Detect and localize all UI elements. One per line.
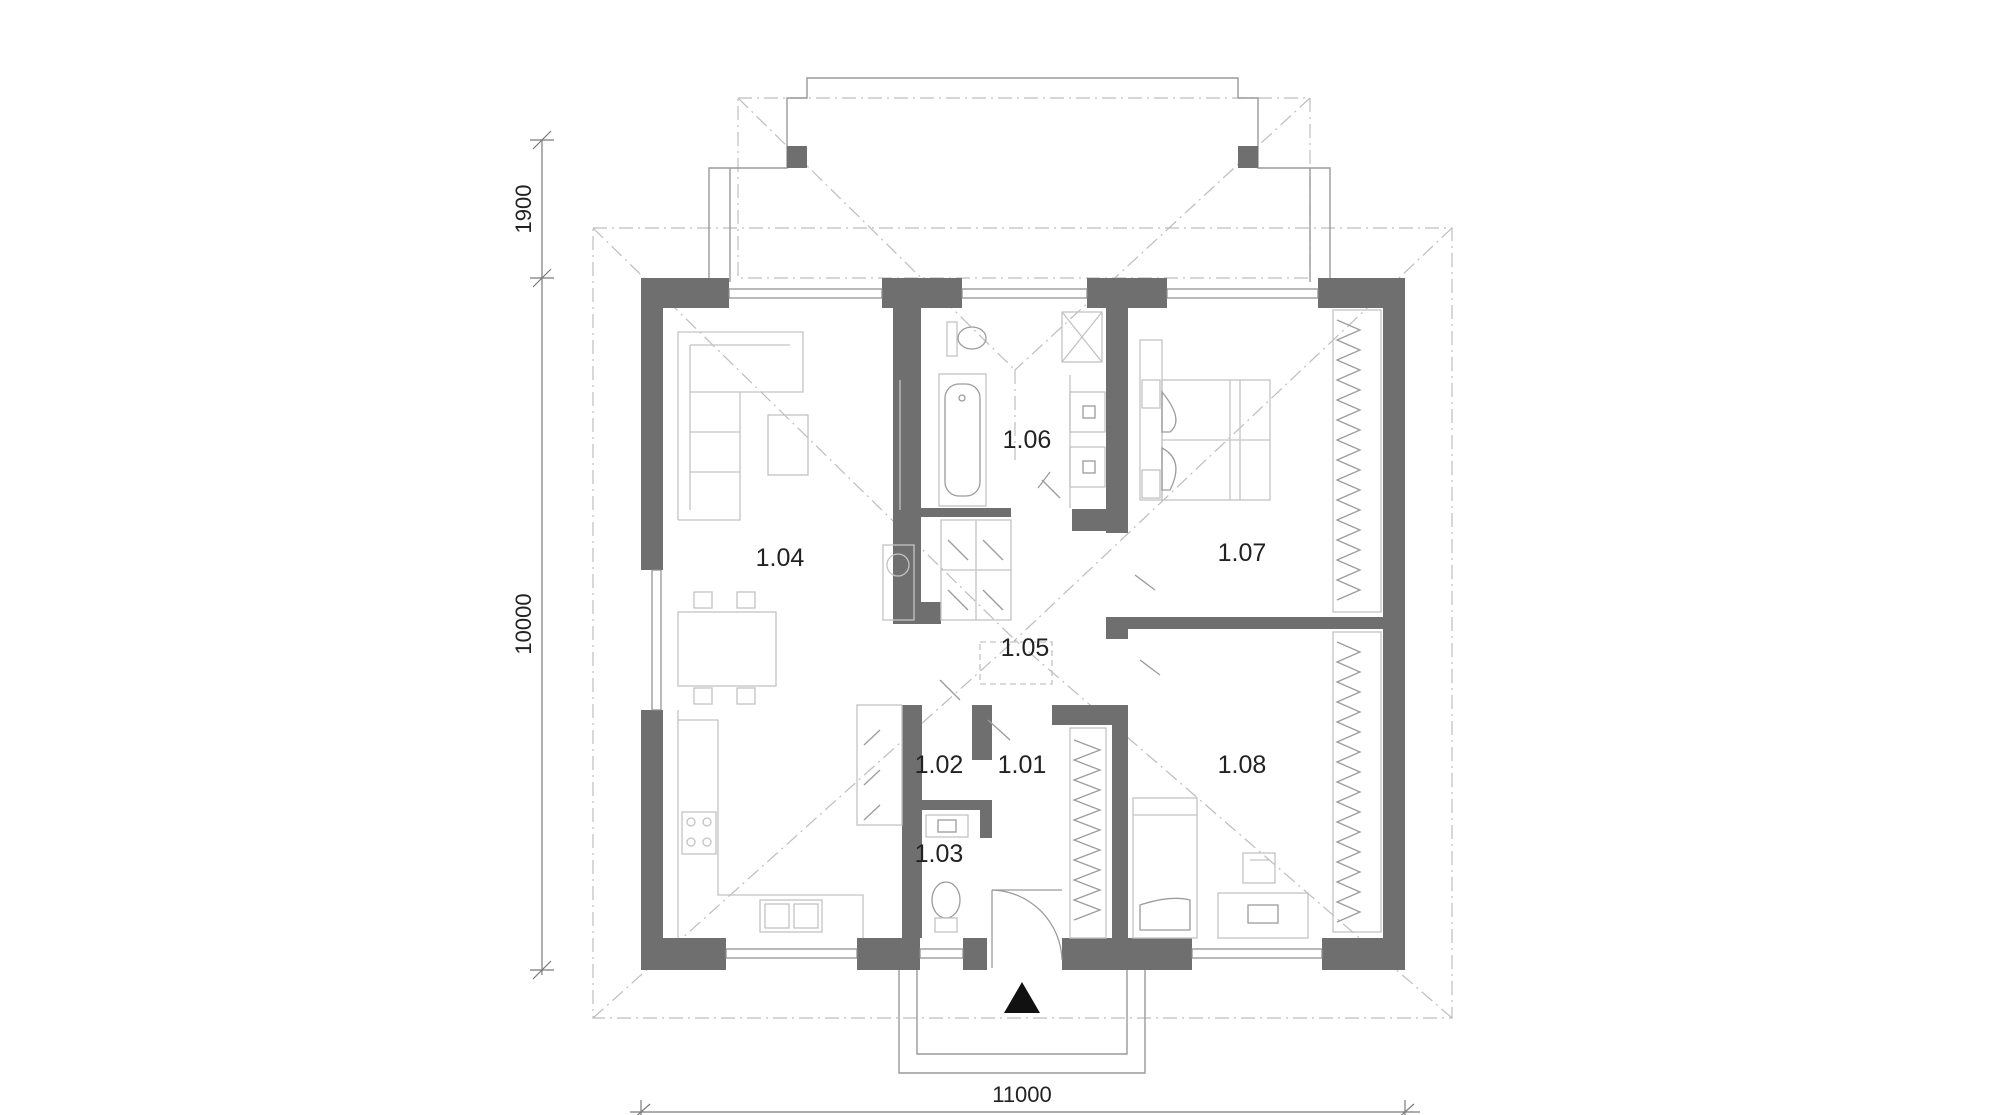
dimension-label-terrace: 1900 [511, 185, 536, 234]
bathroom-fixtures [938, 311, 1106, 508]
room-label-108: 1.08 [1218, 751, 1267, 779]
terrace [708, 77, 1331, 282]
kitchen [677, 704, 903, 938]
dimension-label-depth: 10000 [511, 593, 536, 654]
entrance-door [991, 889, 1063, 968]
shower-room [940, 519, 1012, 621]
living-room-furniture [677, 331, 915, 705]
room-label-104: 1.04 [756, 544, 805, 572]
room-label-102: 1.02 [915, 751, 964, 779]
room-label-107: 1.07 [1218, 539, 1267, 567]
room-label-101: 1.01 [998, 751, 1047, 779]
exterior-walls [641, 278, 1405, 970]
wc-fixtures [925, 814, 969, 933]
windows [651, 288, 1323, 959]
bedroom-108-furniture [1069, 631, 1382, 939]
room-label-103: 1.03 [915, 840, 964, 868]
dimension-label-width: 11000 [992, 1082, 1052, 1107]
bedroom-107-furniture [1139, 309, 1382, 613]
interior-walls [893, 308, 1383, 938]
entrance-step [898, 968, 1146, 1074]
roof-outline [592, 97, 1453, 1019]
dimension-lines [530, 130, 1420, 1115]
room-label-106: 1.06 [1003, 426, 1052, 454]
entrance-arrow-icon [1004, 982, 1040, 1013]
room-label-105: 1.05 [1001, 634, 1050, 662]
hall-fixtures [939, 574, 1161, 741]
